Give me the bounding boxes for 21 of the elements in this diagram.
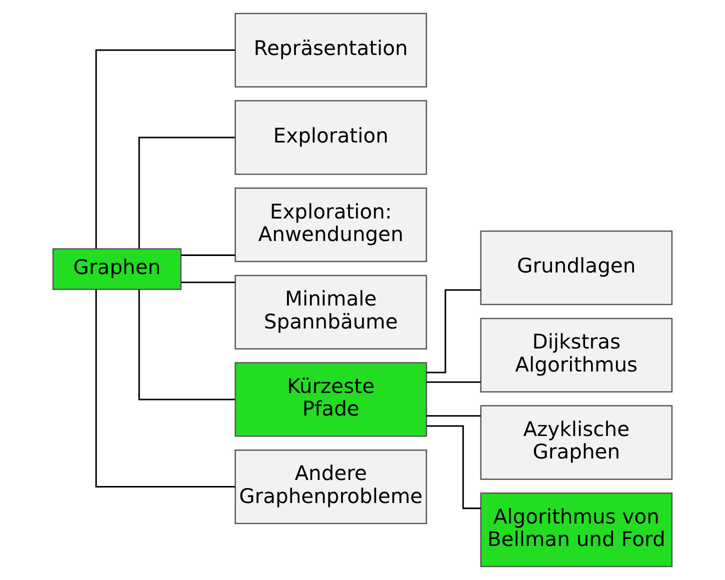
connector	[95, 290, 236, 488]
node-box: Dijkstras Algorithmus	[480, 318, 673, 393]
node-box: Andere Graphenprobleme	[234, 449, 428, 524]
node-box: Repräsentation	[234, 12, 428, 88]
connector	[426, 289, 480, 374]
connector	[426, 381, 481, 383]
node-box: Algorithmus von Bellman und Ford	[480, 492, 673, 568]
node-box: Exploration	[234, 100, 428, 175]
node-box: Azyklische Graphen	[480, 405, 673, 480]
connector	[426, 415, 481, 417]
node-box: Graphen	[52, 248, 182, 290]
connector	[181, 254, 236, 256]
connector	[181, 282, 236, 284]
node-box: Grundlagen	[480, 230, 673, 306]
node-box: Minimale Spannbäume	[234, 274, 428, 350]
connector	[138, 136, 235, 249]
connector	[138, 289, 235, 400]
node-box: Kürzeste Pfade	[234, 362, 428, 437]
connector	[95, 49, 236, 249]
connector	[426, 425, 481, 510]
node-box: Exploration: Anwendungen	[234, 187, 428, 262]
